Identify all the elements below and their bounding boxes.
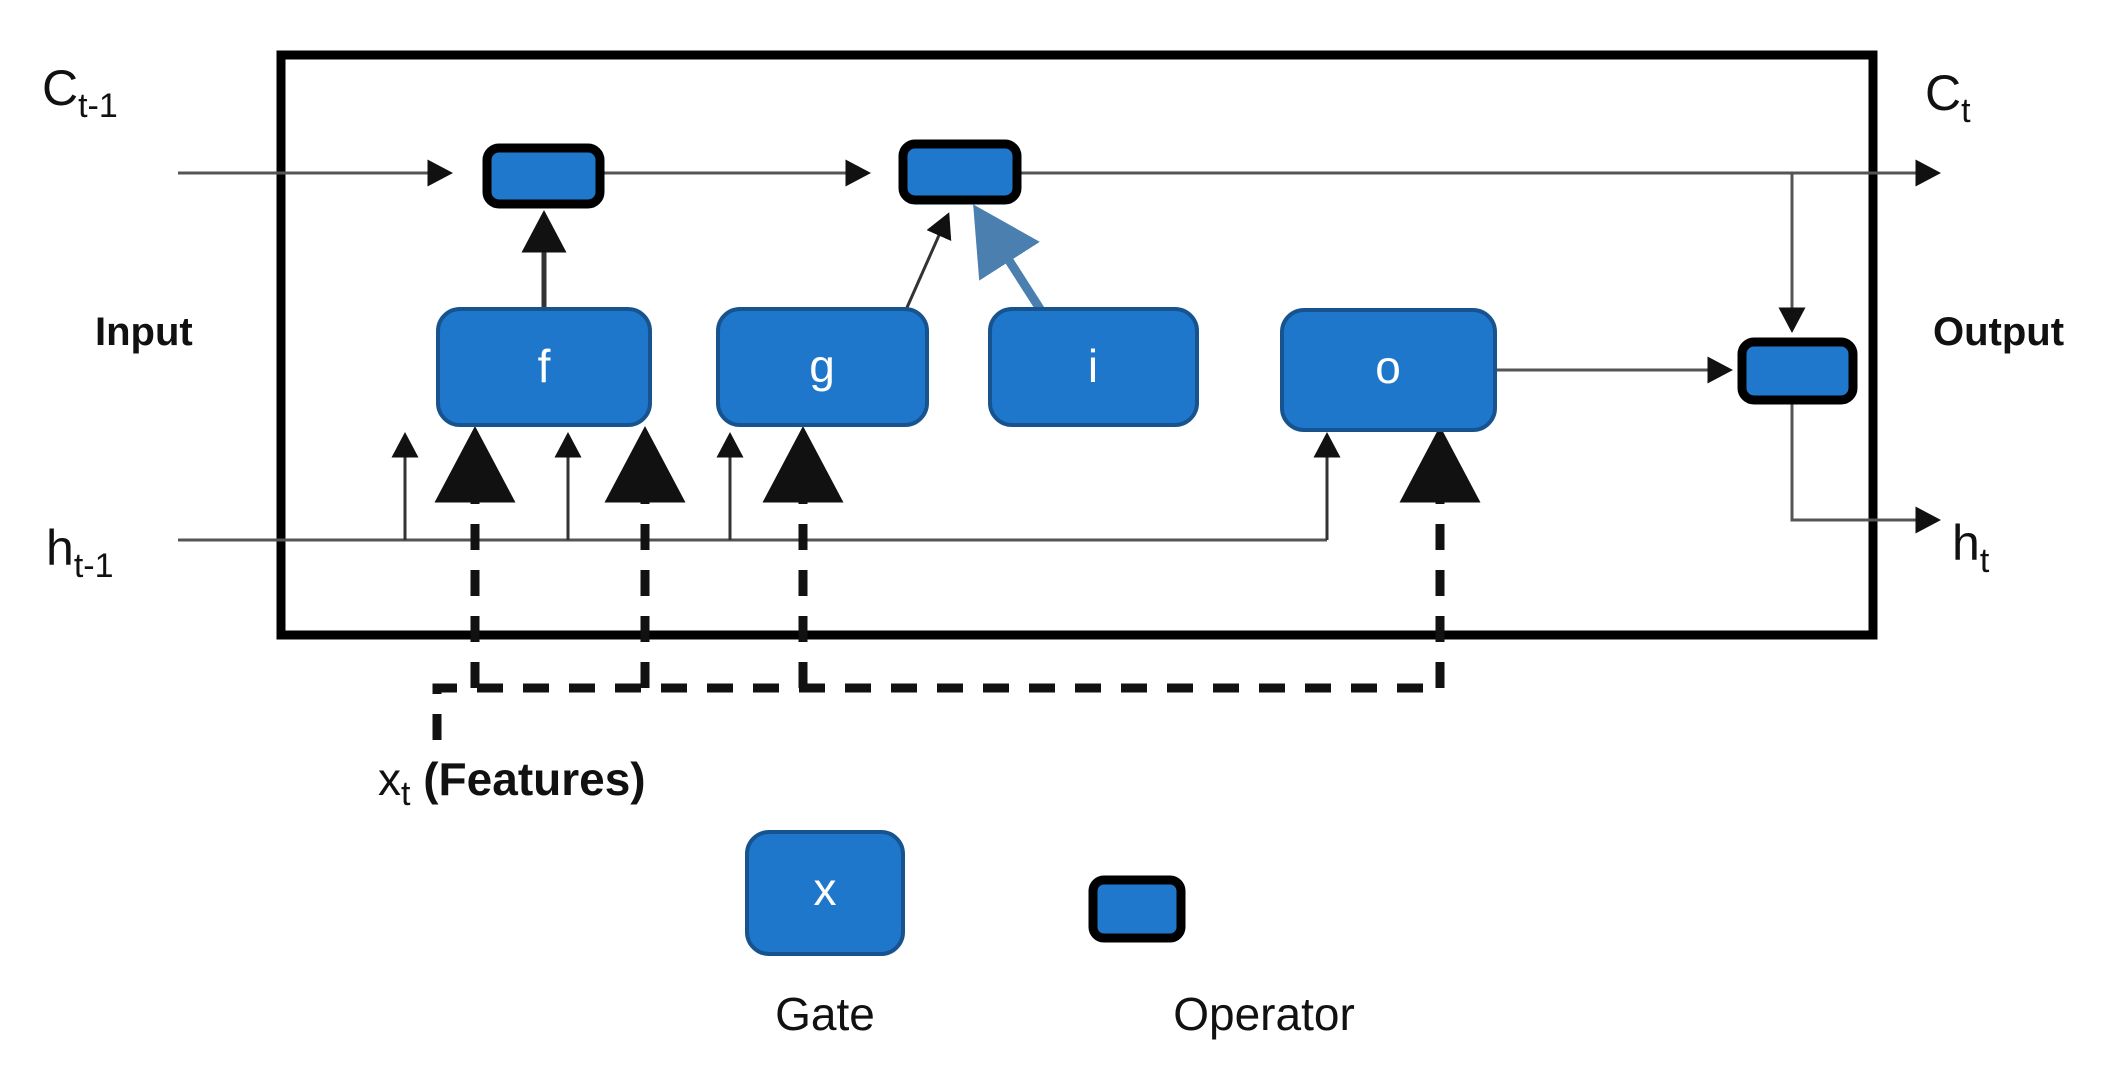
legend-gate-box bbox=[745, 830, 905, 956]
input-label: Input bbox=[95, 310, 193, 354]
legend-operator-caption: Operator bbox=[1173, 988, 1355, 1040]
output-gate-box[interactable] bbox=[1280, 308, 1497, 432]
candidate-gate-box[interactable] bbox=[716, 307, 929, 427]
lstm-cell-border bbox=[276, 50, 1878, 640]
features-label: xt (Features) bbox=[378, 753, 646, 813]
output-multiply-operator[interactable] bbox=[1737, 337, 1858, 405]
c-prev-label: Ct-1 bbox=[42, 60, 118, 125]
forget-gate-label: f bbox=[538, 340, 551, 392]
output-gate-label: o bbox=[1375, 341, 1401, 393]
legend-gate-symbol: x bbox=[814, 863, 837, 915]
candidate-gate[interactable]: g bbox=[716, 307, 929, 427]
input-gate-box[interactable] bbox=[988, 307, 1199, 427]
output-gate[interactable]: o bbox=[1280, 308, 1497, 432]
add-operator[interactable] bbox=[898, 139, 1022, 205]
operator-to-h-out-line bbox=[1790, 400, 1941, 534]
candidate-gate-label: g bbox=[809, 340, 835, 392]
input-to-add-line bbox=[973, 204, 1046, 315]
legend-operator: Operator bbox=[1088, 875, 1355, 1040]
h-prev-label: ht-1 bbox=[46, 520, 114, 585]
forget-gate[interactable]: f bbox=[436, 307, 652, 427]
input-gate[interactable]: i bbox=[988, 307, 1199, 427]
features-bus bbox=[432, 683, 1440, 740]
c-out-label: Ct bbox=[1925, 65, 1971, 130]
legend-operator-box bbox=[1088, 875, 1186, 943]
h-out-label: ht bbox=[1952, 515, 1990, 580]
input-gate-label: i bbox=[1088, 340, 1098, 392]
legend-gate: x Gate bbox=[745, 830, 905, 1040]
legend-gate-caption: Gate bbox=[775, 988, 875, 1040]
forget-gate-box[interactable] bbox=[436, 307, 652, 427]
forget-multiply-operator[interactable] bbox=[482, 143, 605, 209]
candidate-to-add-line bbox=[903, 212, 952, 313]
output-label: Output bbox=[1933, 310, 2064, 354]
